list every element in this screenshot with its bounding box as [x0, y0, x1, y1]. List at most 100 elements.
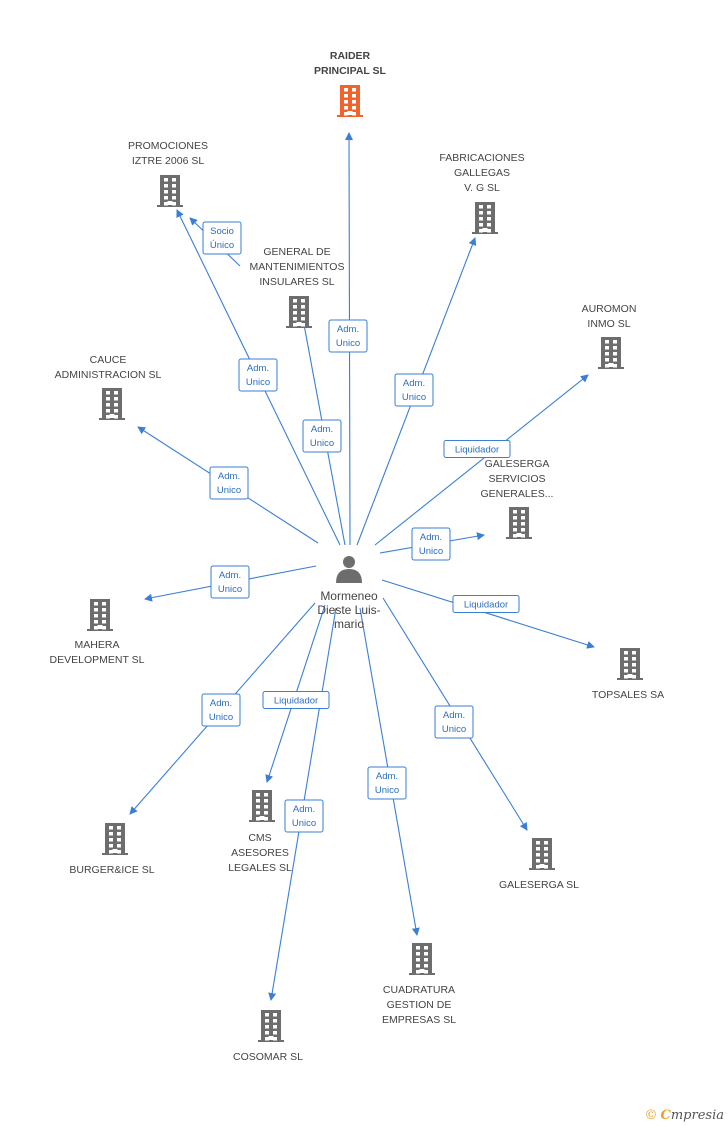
company-name-line: INSULARES SL [259, 276, 334, 288]
edge-label-text: Adm. [420, 532, 442, 543]
edge-label-cuadratura[interactable]: Adm. Unico [367, 766, 407, 800]
edge-label-box [238, 358, 278, 392]
edge-label-box [434, 705, 474, 739]
edge-label-promociones[interactable]: Adm.Unico [238, 358, 278, 392]
company-name-line: RAIDER [330, 50, 371, 62]
edge-label-box [209, 466, 249, 500]
edge-label-text: Unico [375, 785, 399, 796]
edge-label-box [394, 373, 434, 407]
person-icon [336, 556, 362, 583]
edge-label-burger[interactable]: Adm.Unico [201, 693, 241, 727]
company-node-cms[interactable]: CMS ASESORES LEGALES SL [228, 790, 292, 874]
company-name-line: INMO SL [587, 318, 630, 330]
edge-label-box [328, 319, 368, 353]
empresia-logo[interactable]: ©Cmpresia [645, 1108, 725, 1123]
edge-label-box [411, 527, 451, 561]
person-name-line: Dieste Luis- [317, 603, 380, 617]
company-name-line: ADMINISTRACION SL [55, 369, 162, 381]
edge-label-galeserga_serv[interactable]: Adm. Unico [411, 527, 451, 561]
company-node-galeserga[interactable]: GALESERGA SL [499, 838, 579, 891]
company-node-burger[interactable]: BURGER&ICE SL [69, 823, 155, 876]
building-icon [617, 648, 643, 680]
company-node-galeserga_serv[interactable]: GALESERGASERVICIOSGENERALES... [481, 458, 554, 539]
edge-label-galeserga[interactable]: Adm.Unico [434, 705, 474, 739]
edge-labels-layer: Adm.UnicoAdm.UnicoSocioÚnicoAdm.UnicoAdm… [201, 221, 520, 833]
edge-label-text: Adm. [376, 771, 398, 782]
edge-label-text: Liquidador [464, 600, 508, 611]
company-name-line: LEGALES SL [228, 862, 292, 874]
edge-label-cosomar[interactable]: Adm.Unico [284, 799, 324, 833]
edge-label-text: Unico [310, 438, 334, 449]
edge-label-cauce[interactable]: Adm.Unico [209, 466, 249, 500]
company-node-general[interactable]: GENERAL DE MANTENIMIENTOS INSULARES SL [250, 246, 345, 328]
edge-label-fabricaciones[interactable]: Adm.Unico [394, 373, 434, 407]
edge-line-topsales [381, 579, 595, 649]
edge-label-text: Único [210, 240, 234, 251]
company-node-cosomar[interactable]: COSOMAR SL [233, 1010, 303, 1063]
company-name-line: MANTENIMIENTOS [250, 261, 345, 273]
edge-label-text: Adm. [219, 570, 241, 581]
edge-label-text: Liquidador [274, 696, 318, 707]
edge-label-mahera[interactable]: Adm.Unico [210, 565, 250, 599]
building-icon [99, 388, 125, 420]
edge-label-box [443, 440, 511, 458]
edge-label-text: Unico [419, 546, 443, 557]
company-name-line: GALESERGA SL [499, 879, 579, 891]
edge-label-box [201, 693, 241, 727]
edge-label-text: Adm. [443, 710, 465, 721]
edge-label-text: Unico [246, 377, 270, 388]
company-name-line: TOPSALES SA [592, 689, 664, 701]
edge-label-text: Adm. [210, 698, 232, 709]
building-icon [598, 337, 624, 369]
company-node-auromon[interactable]: AUROMON INMO SL [582, 303, 637, 369]
company-node-topsales[interactable]: TOPSALES SA [592, 648, 664, 701]
company-name-line: ASESORES [231, 847, 289, 859]
company-name-line: GALESERGA [485, 458, 550, 470]
edge-label-raider[interactable]: Adm.Unico [328, 319, 368, 353]
company-name-line: PROMOCIONES [128, 140, 208, 152]
building-icon [472, 202, 498, 234]
company-name-line: AUROMON [582, 303, 637, 315]
edge-label-cms[interactable]: Liquidador [262, 691, 330, 709]
company-name-line: CMS [248, 832, 271, 844]
edge-label-text: Unico [402, 392, 426, 403]
edge-label-box [367, 766, 407, 800]
edge-label-text: Unico [292, 818, 316, 829]
company-name-line: GALLEGAS [454, 167, 510, 179]
building-icon [102, 823, 128, 855]
company-name-line: EMPRESAS SL [382, 1014, 456, 1026]
edge-label-topsales[interactable]: Liquidador [452, 595, 520, 613]
building-icon [337, 85, 363, 117]
company-name-line: GENERALES... [481, 488, 554, 500]
building-icon [529, 838, 555, 870]
company-name-line: GENERAL DE [263, 246, 330, 258]
company-name-line: CUADRATURA [383, 984, 455, 996]
edge-label-box [210, 565, 250, 599]
edge-label-text: Socio [210, 226, 234, 237]
edge-label-text: Liquidador [455, 445, 499, 456]
edge-label-auromon[interactable]: Liquidador [443, 440, 511, 458]
edge-label-box [262, 691, 330, 709]
building-icon [157, 175, 183, 207]
edges-layer [129, 132, 595, 1001]
building-icon [506, 507, 532, 539]
company-name-line: MAHERA [75, 639, 120, 651]
edge-label-general[interactable]: Adm.Unico [302, 419, 342, 453]
brand-name: mpresia [670, 1108, 724, 1123]
company-name-line: FABRICACIONES [439, 152, 524, 164]
copyright-icon: © [644, 1108, 658, 1123]
building-icon [87, 599, 113, 631]
company-name-line: BURGER&ICE SL [69, 864, 154, 876]
brand-initial: C [660, 1108, 671, 1123]
edge-label-box [302, 419, 342, 453]
